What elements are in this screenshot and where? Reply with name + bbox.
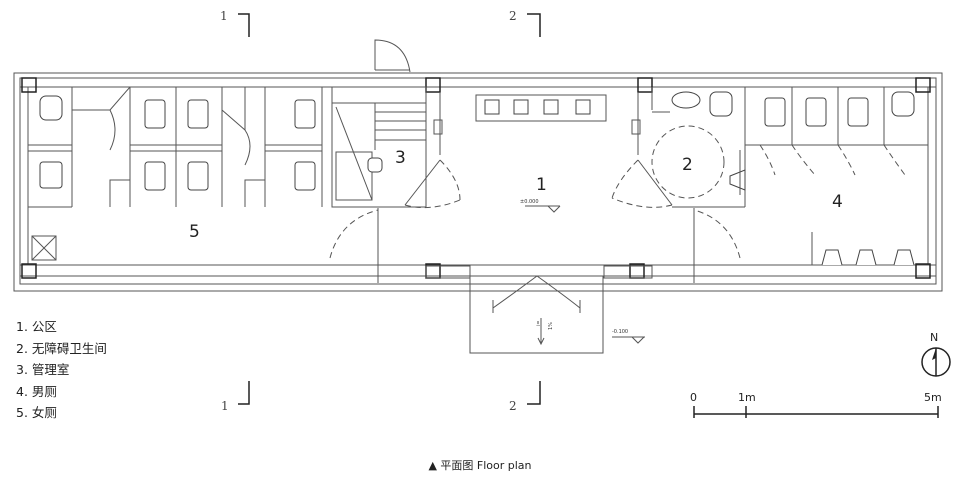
womens-stalls bbox=[28, 86, 323, 208]
room-number-1: 1 bbox=[536, 175, 547, 195]
north-arrow-icon bbox=[921, 347, 951, 377]
entrance-vestibule bbox=[469, 275, 604, 354]
public-area bbox=[329, 92, 741, 344]
section-label-2-top: 2 bbox=[509, 9, 517, 23]
scale-five: 5m bbox=[924, 391, 942, 404]
room-number-3: 3 bbox=[395, 148, 406, 168]
legend-item: 2. 无障碍卫生间 bbox=[16, 340, 107, 356]
structural-columns bbox=[21, 77, 931, 279]
section-mark-2-bottom bbox=[527, 381, 541, 405]
slope-label: i= bbox=[536, 320, 542, 326]
north-label: N bbox=[930, 331, 938, 344]
interior-elevation: ±0.000 bbox=[520, 199, 539, 205]
legend-item: 1. 公区 bbox=[16, 319, 57, 334]
slope-value: 1% bbox=[548, 322, 554, 330]
slope-arrow bbox=[537, 318, 545, 346]
section-mark-2-top bbox=[527, 13, 541, 37]
scale-one: 1m bbox=[738, 391, 756, 404]
exterior-elevation: -0.100 bbox=[612, 329, 628, 335]
scale-bar bbox=[693, 406, 939, 418]
room-number-4: 4 bbox=[832, 192, 843, 212]
figure-caption: ▲ 平面图 Floor plan bbox=[428, 459, 532, 472]
section-label-1-bottom: 1 bbox=[221, 399, 229, 413]
room-legend: 1. 公区 2. 无障碍卫生间 3. 管理室 4. 男厕 5. 女厕 bbox=[16, 316, 107, 424]
room-number-2: 2 bbox=[682, 155, 693, 175]
legend-item: 4. 男厕 bbox=[16, 383, 57, 399]
womens-toilets bbox=[31, 95, 316, 261]
room-number-5: 5 bbox=[189, 222, 200, 242]
section-label-2-bottom: 2 bbox=[509, 399, 517, 413]
accessible-toilet bbox=[651, 87, 746, 208]
section-label-1-top: 1 bbox=[220, 9, 228, 23]
management-room bbox=[331, 39, 427, 208]
legend-item: 5. 女厕 bbox=[16, 405, 57, 420]
legend-item: 3. 管理室 bbox=[16, 362, 70, 377]
exterior-walls bbox=[13, 72, 943, 292]
scale-zero: 0 bbox=[690, 391, 697, 404]
mens-stalls bbox=[745, 87, 928, 266]
section-mark-1-top bbox=[238, 13, 250, 37]
section-mark-1-bottom bbox=[238, 381, 250, 405]
